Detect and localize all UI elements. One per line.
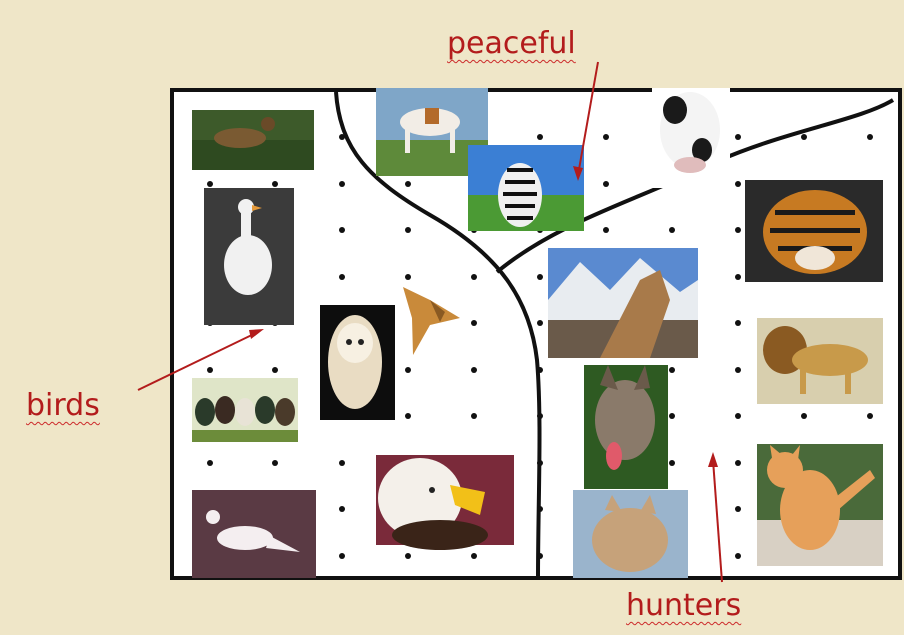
- grid-dot: [537, 413, 543, 419]
- photo-wolf-dog[interactable]: [584, 365, 668, 489]
- arrow-hunters: [708, 452, 723, 583]
- grid-dot: [405, 413, 411, 419]
- grid-dot: [471, 320, 477, 326]
- photo-hens[interactable]: [192, 378, 298, 442]
- grid-dot: [339, 227, 345, 233]
- grid-dot: [537, 274, 543, 280]
- grid-dot: [471, 413, 477, 419]
- grid-dot: [537, 460, 543, 466]
- grid-dot: [207, 367, 213, 373]
- grid-dot: [405, 181, 411, 187]
- grid-dot: [603, 227, 609, 233]
- grid-dot: [735, 460, 741, 466]
- photo-owl[interactable]: [320, 305, 395, 420]
- grid-dot: [735, 367, 741, 373]
- grid-dot: [405, 367, 411, 373]
- grid-dot: [405, 553, 411, 559]
- grid-dot: [471, 274, 477, 280]
- grid-dot: [471, 367, 477, 373]
- photo-cow[interactable]: [652, 88, 730, 188]
- photo-dove[interactable]: [192, 490, 316, 578]
- grid-dot: [735, 320, 741, 326]
- photo-fox[interactable]: [573, 490, 688, 578]
- grid-dot: [537, 367, 543, 373]
- grid-dot: [735, 134, 741, 140]
- photo-kitten[interactable]: [757, 444, 883, 566]
- photo-duck[interactable]: [192, 110, 314, 170]
- grid-dot: [405, 227, 411, 233]
- grid-dot: [801, 413, 807, 419]
- grid-dot: [735, 274, 741, 280]
- grid-dot: [339, 134, 345, 140]
- grid-dot: [537, 553, 543, 559]
- grid-dot: [339, 460, 345, 466]
- grid-dot: [272, 460, 278, 466]
- grid-dot: [735, 553, 741, 559]
- photo-eagle[interactable]: [376, 455, 514, 550]
- photo-zebra[interactable]: [468, 145, 584, 231]
- grid-dot: [735, 227, 741, 233]
- arrow-birds: [137, 329, 264, 391]
- grid-dot: [669, 367, 675, 373]
- photo-tiger[interactable]: [745, 180, 883, 282]
- photo-wolf-howling[interactable]: [548, 248, 698, 358]
- grid-dot: [867, 413, 873, 419]
- photo-goose[interactable]: [204, 188, 294, 325]
- grid-dot: [537, 320, 543, 326]
- grid-dot: [339, 506, 345, 512]
- divider-birds-left: [334, 91, 542, 579]
- grid-dot: [669, 227, 675, 233]
- label-hunters: hunters: [626, 588, 742, 623]
- grid-dot: [537, 506, 543, 512]
- photo-lion[interactable]: [757, 318, 883, 404]
- grid-dot: [272, 181, 278, 187]
- photo-hawk[interactable]: [395, 282, 470, 357]
- grid-dot: [339, 181, 345, 187]
- grid-dot: [867, 134, 873, 140]
- grid-dot: [735, 181, 741, 187]
- grid-dot: [272, 367, 278, 373]
- grid-dot: [405, 274, 411, 280]
- grid-dot: [471, 553, 477, 559]
- grid-dot: [801, 134, 807, 140]
- grid-dot: [669, 413, 675, 419]
- arrow-peaceful: [573, 61, 599, 181]
- grid-dot: [207, 181, 213, 187]
- label-birds: birds: [26, 388, 100, 423]
- grid-dot: [603, 134, 609, 140]
- grid-dot: [603, 181, 609, 187]
- grid-dot: [735, 413, 741, 419]
- grid-dot: [339, 553, 345, 559]
- grid-dot: [207, 460, 213, 466]
- label-peaceful: peaceful: [447, 26, 576, 61]
- grid-dot: [735, 506, 741, 512]
- grid-dot: [537, 134, 543, 140]
- grid-dot: [339, 274, 345, 280]
- grid-dot: [669, 460, 675, 466]
